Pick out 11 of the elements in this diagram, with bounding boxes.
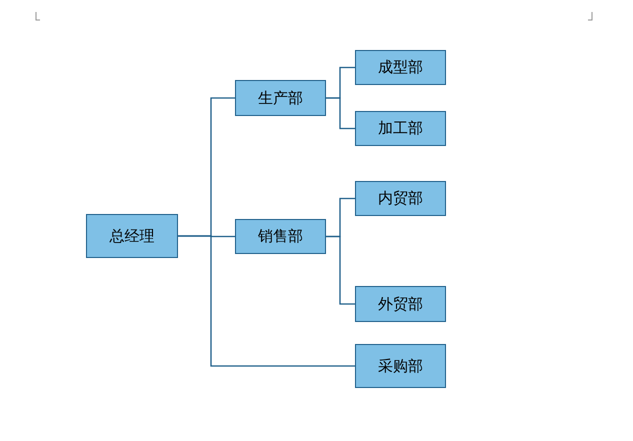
department-box: 成型部 [355,50,446,85]
connector-line [326,236,355,305]
department-box: 内贸部 [355,181,446,216]
department-box: 外贸部 [355,286,446,322]
connector-line [326,97,355,130]
department-box: 加工部 [355,111,446,146]
department-box: 采购部 [355,344,446,388]
department-box: 总经理 [86,214,178,258]
connector-line [178,235,355,367]
department-box: 生产部 [235,80,326,116]
department-box: 销售部 [235,219,326,254]
